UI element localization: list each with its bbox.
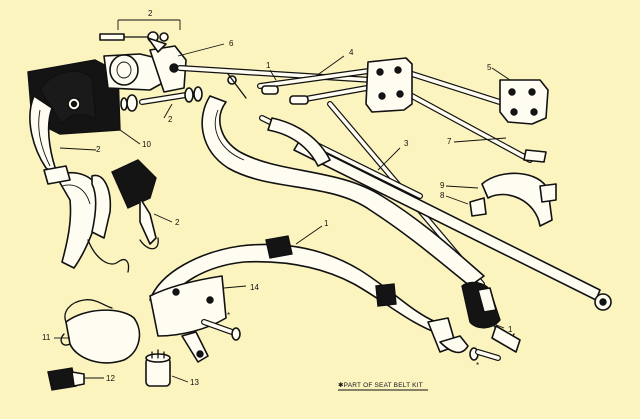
right-buckle-part-1 xyxy=(461,281,521,353)
callout-7: 7 xyxy=(447,137,452,146)
callout-12: 12 xyxy=(106,374,115,383)
callout-2-top: 2 xyxy=(148,9,153,18)
callout-11: 11 xyxy=(42,333,51,342)
callout-3: 3 xyxy=(404,139,409,148)
callout-4: 4 xyxy=(349,48,354,57)
callout-8: 8 xyxy=(440,191,445,200)
callout-10: 10 xyxy=(142,140,151,149)
bolt-group-lower xyxy=(201,319,501,361)
callout-14: 14 xyxy=(250,283,259,292)
callout-9: 9 xyxy=(440,181,445,190)
mounting-bracket-part-5 xyxy=(499,79,549,125)
diagonal-belt-strap xyxy=(201,95,485,287)
warning-light-part-11 xyxy=(60,299,141,364)
long-tube-part-8 xyxy=(293,139,612,311)
callout-5: 5 xyxy=(487,63,492,72)
callout-star-right: * xyxy=(476,361,479,370)
callout-2-mid: 2 xyxy=(168,115,173,124)
lower-bolt-assembly xyxy=(120,86,203,112)
footnote-seat-belt-kit: ✱PART OF SEAT BELT KIT xyxy=(338,381,423,389)
callout-6: 6 xyxy=(229,39,234,48)
mounting-bracket-center xyxy=(365,57,413,113)
callout-star-left: * xyxy=(227,311,230,320)
switch-part-12 xyxy=(47,367,85,391)
callout-2-left: 2 xyxy=(96,145,101,154)
callout-1-belt: 1 xyxy=(324,219,329,228)
callout-1-right: 1 xyxy=(508,325,513,334)
anchor-plate-part-10 xyxy=(27,59,121,135)
small-studs-part-1 xyxy=(227,73,309,105)
lower-belt-part-1 xyxy=(149,235,469,354)
callout-1-top: 1 xyxy=(266,61,271,70)
tie-rods xyxy=(177,65,547,163)
callout-2-buckle: 2 xyxy=(175,218,180,227)
strap-loop-part-9 xyxy=(469,172,557,227)
retractor-bolt-assembly xyxy=(99,31,187,93)
relay-part-13 xyxy=(145,349,171,387)
leader-lines xyxy=(54,19,511,383)
callout-13: 13 xyxy=(190,378,199,387)
tongue-and-buckle-part-2 xyxy=(43,159,159,273)
